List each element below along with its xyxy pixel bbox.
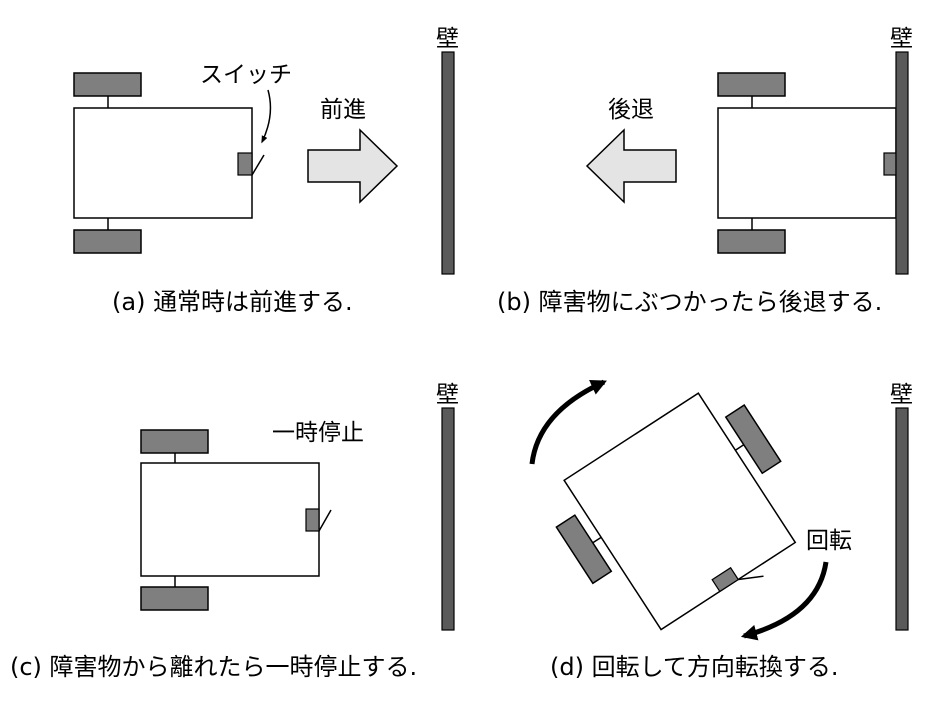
forward-arrow [307, 128, 399, 204]
rotate-arrow-bottom [740, 561, 829, 641]
robot-body [717, 107, 897, 219]
wheel-bottom [717, 229, 786, 254]
wall [895, 407, 909, 631]
robot-c [140, 429, 332, 611]
action-label: 一時停止 [272, 420, 364, 446]
robot-d [555, 392, 797, 631]
wheel-left [555, 514, 613, 585]
switch-label: スイッチ [200, 62, 292, 88]
panel-a: スイッチ 前進 壁 (a) 通常時は前進する. [73, 26, 459, 316]
wheel-bottom [140, 586, 209, 611]
switch [237, 152, 253, 176]
wall [441, 51, 455, 275]
robot-body [140, 462, 320, 577]
wall-label: 壁 [436, 382, 459, 408]
switch [305, 508, 320, 532]
action-label: 前進 [320, 97, 366, 123]
wheel-right [724, 404, 782, 475]
backward-arrow [585, 128, 677, 204]
switch [711, 566, 740, 593]
caption: (a) 通常時は前進する. [112, 288, 353, 316]
caption: (d) 回転して方向転換する. [550, 653, 839, 681]
panel-d: 回転 壁 (d) 回転して方向転換する. [529, 379, 913, 681]
robot-a [73, 72, 265, 254]
panel-b: 後退 壁 (b) 障害物にぶつかったら後退する. [497, 26, 913, 316]
wheel-top [140, 429, 209, 454]
wall [895, 51, 909, 275]
switch-pointer-arrow [261, 89, 272, 144]
switch [883, 152, 897, 176]
robot-b [717, 72, 897, 254]
robot-body [73, 107, 253, 219]
wall-label: 壁 [890, 382, 913, 408]
wall-label: 壁 [436, 26, 459, 52]
rotate-arrow-top [529, 379, 607, 465]
caption: (c) 障害物から離れたら一時停止する. [10, 653, 417, 681]
wall [441, 407, 455, 631]
wall-label: 壁 [890, 26, 913, 52]
wheel-bottom [73, 229, 142, 254]
wheel-top [73, 72, 142, 97]
action-label: 後退 [608, 97, 654, 123]
wheel-top [717, 72, 786, 97]
robot-body [563, 392, 797, 631]
action-label: 回転 [806, 528, 852, 554]
panel-c: 一時停止 壁 (c) 障害物から離れたら一時停止する. [10, 382, 459, 681]
caption: (b) 障害物にぶつかったら後退する. [497, 288, 882, 316]
